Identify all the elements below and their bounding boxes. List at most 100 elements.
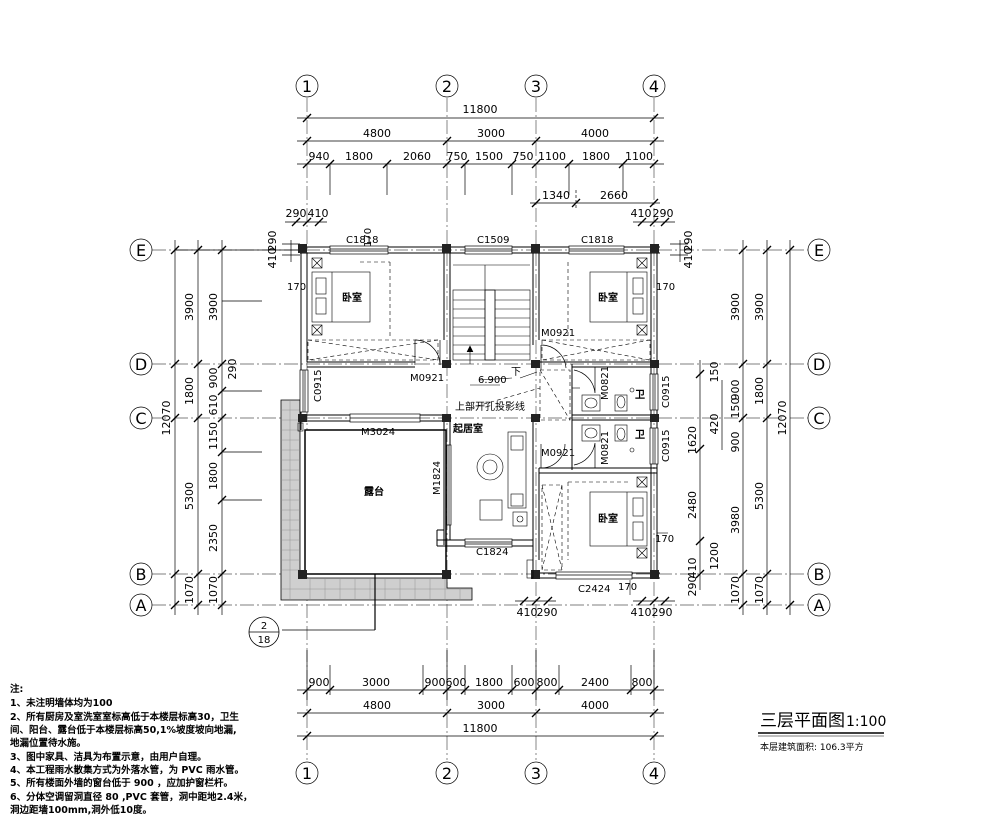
axis-label-row-b-left: B (136, 565, 147, 584)
dim-top-bay-2: 3000 (477, 127, 505, 140)
axis-label-row-d-left: D (135, 355, 147, 374)
dim-top-detail-8: 1800 (582, 150, 610, 163)
note-line-4: 地漏位置待水施。 (10, 737, 86, 749)
dim-right-inner-1: 3900 (729, 293, 742, 321)
label-m1824: M1824 (432, 461, 443, 495)
dim-right-outer-3: 5300 (753, 482, 766, 510)
axis-label-col-4-bottom: 4 (649, 764, 659, 783)
dim-bottom-total: 11800 (463, 722, 498, 735)
dim-right-corner-1: 410 (682, 248, 695, 269)
axis-label-row-a-right: A (814, 596, 825, 615)
staircase (452, 264, 538, 386)
label-c1824: C1824 (476, 547, 508, 558)
dim-right-inner-7: 1070 (729, 576, 742, 604)
bedroom-lower-furniture (541, 476, 648, 571)
label-c0915-r1: C0915 (661, 376, 672, 408)
dim-top-bay-1: 4800 (363, 127, 391, 140)
top-dimension-lines (285, 113, 675, 227)
room-labels: 卧室 卧室 卧室 起居室 露台 卫 卫 (342, 291, 645, 525)
row-axes (129, 238, 831, 617)
dim-right-detail-5: 410 (686, 558, 699, 579)
left-dimension-lines (170, 240, 300, 615)
bedroom-right-furniture (541, 257, 651, 361)
label-m0921-right-top: M0921 (541, 328, 575, 339)
dim-top-detail-4: 750 (447, 150, 468, 163)
room-living: 起居室 (452, 422, 483, 435)
dim-bottom-detail-3: 900 (425, 676, 446, 689)
dim-bottom-detail-2: 3000 (362, 676, 390, 689)
label-elevation: 6.900 (478, 375, 507, 386)
dim-top-bay-3: 4000 (581, 127, 609, 140)
dim-bottom-detail-4: 600 (446, 676, 467, 689)
label-m0821-bottom: M0821 (600, 431, 611, 465)
title-block: 三层平面图 1:100 本层建筑面积: 106.3平方 (758, 711, 886, 753)
axis-label-col-2-top: 2 (442, 77, 452, 96)
dim-right-inner-5: 900 (729, 432, 742, 453)
dim-bottom-right-1: 410 (631, 606, 652, 619)
dim-top-total: 11800 (463, 103, 498, 116)
note-line-8: 6、分体空调留洞直径 80 ,PVC 套管，洞中距地2.4米， (10, 791, 252, 803)
note-line-1: 1、未注明墙体均为100 (10, 697, 113, 709)
column-axis-labels: 1 2 3 4 1 2 3 4 (302, 77, 659, 783)
label-c0915-left: C0915 (313, 370, 324, 402)
axis-label-col-1-top: 1 (302, 77, 312, 96)
top-dimension-labels: 11800 4800 3000 4000 940 1800 2060 750 1… (286, 103, 674, 220)
label-dim170-d: 170 (363, 228, 374, 247)
corner-markers (297, 275, 668, 595)
label-opening-note: 上部开孔投影线 (455, 400, 525, 413)
dim-right-outer-1: 3900 (753, 293, 766, 321)
label-c2424: C2424 (578, 584, 610, 595)
bottom-dimension-lines (297, 596, 675, 741)
column-axes (295, 74, 666, 785)
dim-top-corner-left-2: 410 (308, 207, 329, 220)
note-line-7: 5、所有楼面外墙的窗台低于 900 ，应加护窗栏杆。 (10, 777, 233, 789)
label-m0921-right-bottom: M0921 (541, 448, 575, 459)
label-c1818-right: C1818 (581, 235, 613, 246)
note-heading: 注: (10, 683, 23, 695)
dim-right-outer-4: 1070 (753, 576, 766, 604)
dim-bottom-detail-7: 800 (537, 676, 558, 689)
label-c1818-left: C1818 (346, 235, 378, 246)
label-stair-dir: 下 (511, 367, 521, 378)
dim-right-inner-4: 420 (708, 414, 721, 435)
dim-bottom-bay-2: 3000 (477, 699, 505, 712)
dim-top-detail-7: 1100 (538, 150, 566, 163)
label-dim170-e: 170 (618, 582, 637, 593)
axis-label-col-3-bottom: 3 (531, 764, 541, 783)
row-axis-labels: E D C B A E D C B A (135, 241, 825, 615)
axis-label-col-2-bottom: 2 (442, 764, 452, 783)
axis-label-col-3-top: 3 (531, 77, 541, 96)
note-line-5: 3、图中家具、洁具为布置示意，由用户自理。 (10, 751, 207, 763)
section-mark-bottom: 18 (258, 635, 271, 646)
section-mark-top: 2 (261, 621, 267, 632)
axis-label-row-c-right: C (813, 409, 824, 428)
dim-right-corner-2: 290 (682, 231, 695, 252)
dim-bottom-mid-1: 410 (517, 606, 538, 619)
label-c0915-r2: C0915 (661, 430, 672, 462)
dim-left-corner-1: 410 (266, 248, 279, 269)
dim-bottom-detail-5: 1800 (475, 676, 503, 689)
left-dimension-labels: 12070 3900 1800 5300 1070 3900 900 610 1… (160, 231, 279, 605)
note-line-3: 间、阳台、露台低于本楼层标高50,1%坡度坡向地漏, (10, 724, 237, 736)
dim-left-outer-1: 3900 (183, 293, 196, 321)
walls (300, 246, 660, 579)
axis-label-col-4-top: 4 (649, 77, 659, 96)
axis-label-col-1-bottom: 1 (302, 764, 312, 783)
dim-right-inner-3: 150 (729, 398, 742, 419)
windows (299, 245, 659, 580)
terrace-area (280, 399, 473, 631)
dim-top-detail-9: 1100 (625, 150, 653, 163)
right-dimension-labels: 12070 3900 1800 5300 1070 3900 900 150 4… (682, 231, 789, 605)
dim-left-outer-4: 1070 (183, 576, 196, 604)
dim-left-corner-2: 290 (266, 231, 279, 252)
section-marker (248, 616, 280, 648)
label-dim170-b: 170 (656, 282, 675, 293)
dim-top-detail-5: 1500 (475, 150, 503, 163)
bedroom-left-furniture (307, 257, 439, 361)
axis-label-row-c-left: C (135, 409, 146, 428)
axis-label-row-e-right: E (814, 241, 824, 260)
dim-right-detail-6: 290 (686, 576, 699, 597)
axis-label-row-e-left: E (136, 241, 146, 260)
dim-top-corner-right-1: 410 (631, 207, 652, 220)
